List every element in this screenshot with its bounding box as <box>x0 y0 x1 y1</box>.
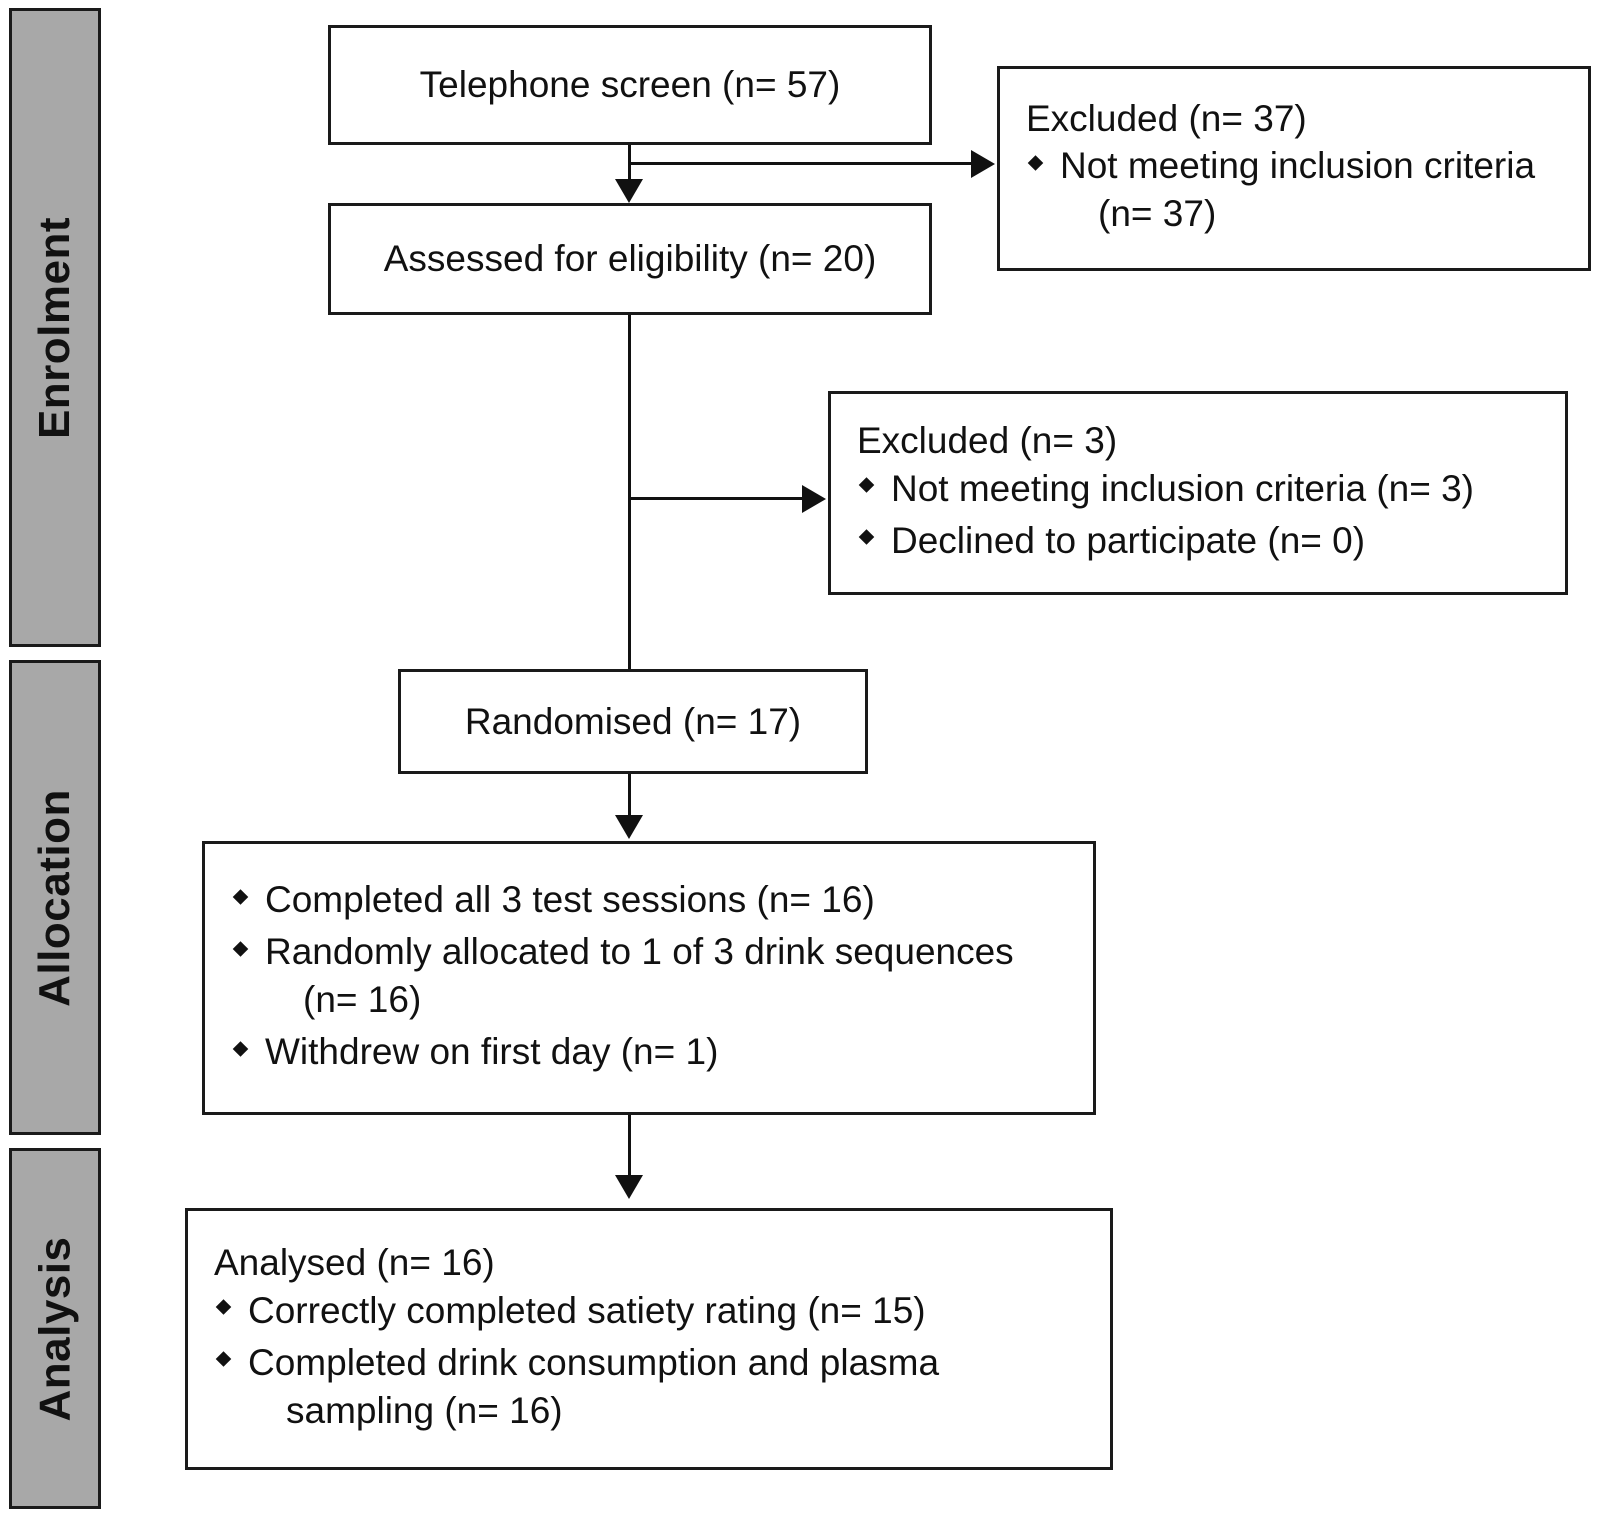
connector-trunk-to-excluded-line <box>628 497 804 500</box>
list-item-text: Not meeting inclusion criteria (n= 3) <box>891 467 1475 509</box>
list-item-text: Declined to participate (n= 0) <box>891 519 1366 561</box>
phase-label-analysis: Analysis <box>30 1236 80 1421</box>
list-item: Withdrew on first day (n= 1) <box>205 1028 1093 1076</box>
phase-label-enrolment: Enrolment <box>30 216 80 439</box>
phase-bar-allocation: Allocation <box>9 660 101 1135</box>
node-allocation-details: Completed all 3 test sessions (n= 16) Ra… <box>202 841 1096 1115</box>
list-item-continuation: (n= 16) <box>303 979 422 1020</box>
list-item: Not meeting inclusion criteria (n= 3) <box>831 465 1565 513</box>
node-telephone-screen-label: Telephone screen (n= 57) <box>419 64 841 106</box>
list-item: Declined to participate (n= 0) <box>831 517 1565 565</box>
node-excluded-telephone-screen-title: Excluded (n= 37) <box>1026 97 1307 139</box>
node-analysed: Analysed (n= 16) Correctly completed sat… <box>185 1208 1113 1470</box>
connector-screen-to-excluded-arrowhead <box>971 150 995 178</box>
connector-randomised-to-allocation-line <box>628 774 631 819</box>
node-excluded-telephone-screen: Excluded (n= 37) Not meeting inclusion c… <box>997 66 1591 271</box>
phase-label-allocation: Allocation <box>30 788 79 1007</box>
diamond-bullet-icon <box>858 529 875 546</box>
node-analysed-bullets: Correctly completed satiety rating (n= 1… <box>188 1287 1110 1439</box>
node-excluded-eligibility: Excluded (n= 3) Not meeting inclusion cr… <box>828 391 1568 595</box>
node-assessed-for-eligibility-label: Assessed for eligibility (n= 20) <box>383 238 877 280</box>
diamond-bullet-icon <box>232 1041 249 1057</box>
connector-trunk-to-excluded-arrowhead <box>802 485 826 513</box>
list-item-text: Completed drink consumption and plasma <box>248 1341 940 1383</box>
list-item-text: Not meeting inclusion criteria <box>1060 145 1536 187</box>
connector-allocation-to-analysis-arrowhead <box>615 1175 643 1199</box>
list-item-text: Completed all 3 test sessions (n= 16) <box>265 878 875 920</box>
node-assessed-for-eligibility: Assessed for eligibility (n= 20) <box>328 203 932 315</box>
connector-screen-to-excluded-line <box>628 162 973 165</box>
diamond-bullet-icon <box>215 1351 232 1368</box>
node-randomised: Randomised (n= 17) <box>398 669 868 774</box>
list-item-continuation: (n= 37) <box>1098 193 1217 235</box>
phase-bar-enrolment: Enrolment <box>9 8 101 647</box>
list-item: Completed all 3 test sessions (n= 16) <box>205 876 1093 924</box>
diamond-bullet-icon <box>215 1299 232 1316</box>
list-item: Not meeting inclusion criteria (n= 37) <box>1000 142 1588 238</box>
list-item-text: Withdrew on first day (n= 1) <box>265 1031 719 1073</box>
diamond-bullet-icon <box>858 477 875 494</box>
diamond-bullet-icon <box>232 940 249 957</box>
node-excluded-eligibility-bullets: Not meeting inclusion criteria (n= 3) De… <box>831 465 1565 569</box>
list-item-text: Randomly allocated to 1 of 3 drink seque… <box>265 930 1014 972</box>
diamond-bullet-icon <box>1027 155 1044 171</box>
node-excluded-eligibility-title: Excluded (n= 3) <box>857 420 1118 462</box>
list-item: Completed drink consumption and plasma s… <box>188 1339 1110 1435</box>
list-item-text: Correctly completed satiety rating (n= 1… <box>248 1289 926 1331</box>
node-allocation-bullets: Completed all 3 test sessions (n= 16) Ra… <box>205 876 1093 1080</box>
connector-assessed-to-randomised-line <box>628 315 631 669</box>
list-item: Randomly allocated to 1 of 3 drink seque… <box>205 928 1093 1024</box>
list-item-continuation: sampling (n= 16) <box>286 1389 563 1431</box>
node-analysed-title: Analysed (n= 16) <box>214 1242 495 1284</box>
connector-screen-to-assessed-arrowhead <box>615 179 643 203</box>
node-excluded-telephone-screen-bullets: Not meeting inclusion criteria (n= 37) <box>1000 142 1588 242</box>
phase-bar-analysis: Analysis <box>9 1148 101 1509</box>
node-randomised-label: Randomised (n= 17) <box>464 700 802 742</box>
connector-allocation-to-analysis-line <box>628 1115 631 1177</box>
diamond-bullet-icon <box>232 888 249 905</box>
connector-randomised-to-allocation-arrowhead <box>615 815 643 839</box>
node-telephone-screen: Telephone screen (n= 57) <box>328 25 932 145</box>
list-item: Correctly completed satiety rating (n= 1… <box>188 1287 1110 1335</box>
